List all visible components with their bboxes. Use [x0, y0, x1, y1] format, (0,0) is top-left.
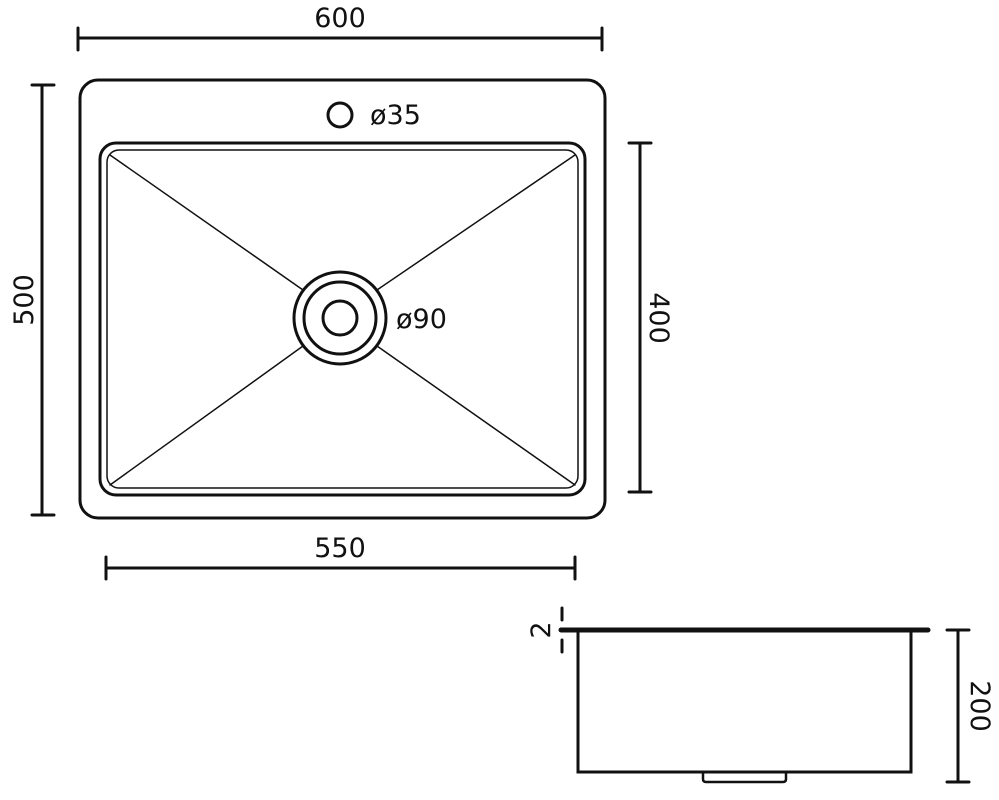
dimension-550 — [104, 555, 577, 581]
label-400: 400 — [643, 292, 674, 344]
tap-hole-icon — [326, 101, 354, 129]
label-200: 200 — [964, 680, 995, 732]
dimension-400 — [627, 141, 653, 494]
side-view — [558, 627, 931, 784]
dimension-600 — [76, 26, 604, 52]
dimension-200 — [945, 628, 971, 784]
sink-bowl-inner — [106, 149, 579, 489]
drain-icon — [292, 270, 388, 366]
bowl-slope-lines — [109, 154, 576, 486]
label-drain: ø90 — [396, 304, 447, 335]
label-2: 2 — [526, 621, 557, 638]
label-600: 600 — [314, 3, 366, 34]
label-550: 550 — [314, 533, 366, 564]
label-500: 500 — [9, 274, 40, 326]
label-tap-hole: ø35 — [370, 100, 421, 131]
sink-bowl — [98, 141, 587, 497]
dimension-500 — [30, 83, 56, 517]
sink-outer-rim — [78, 78, 607, 520]
